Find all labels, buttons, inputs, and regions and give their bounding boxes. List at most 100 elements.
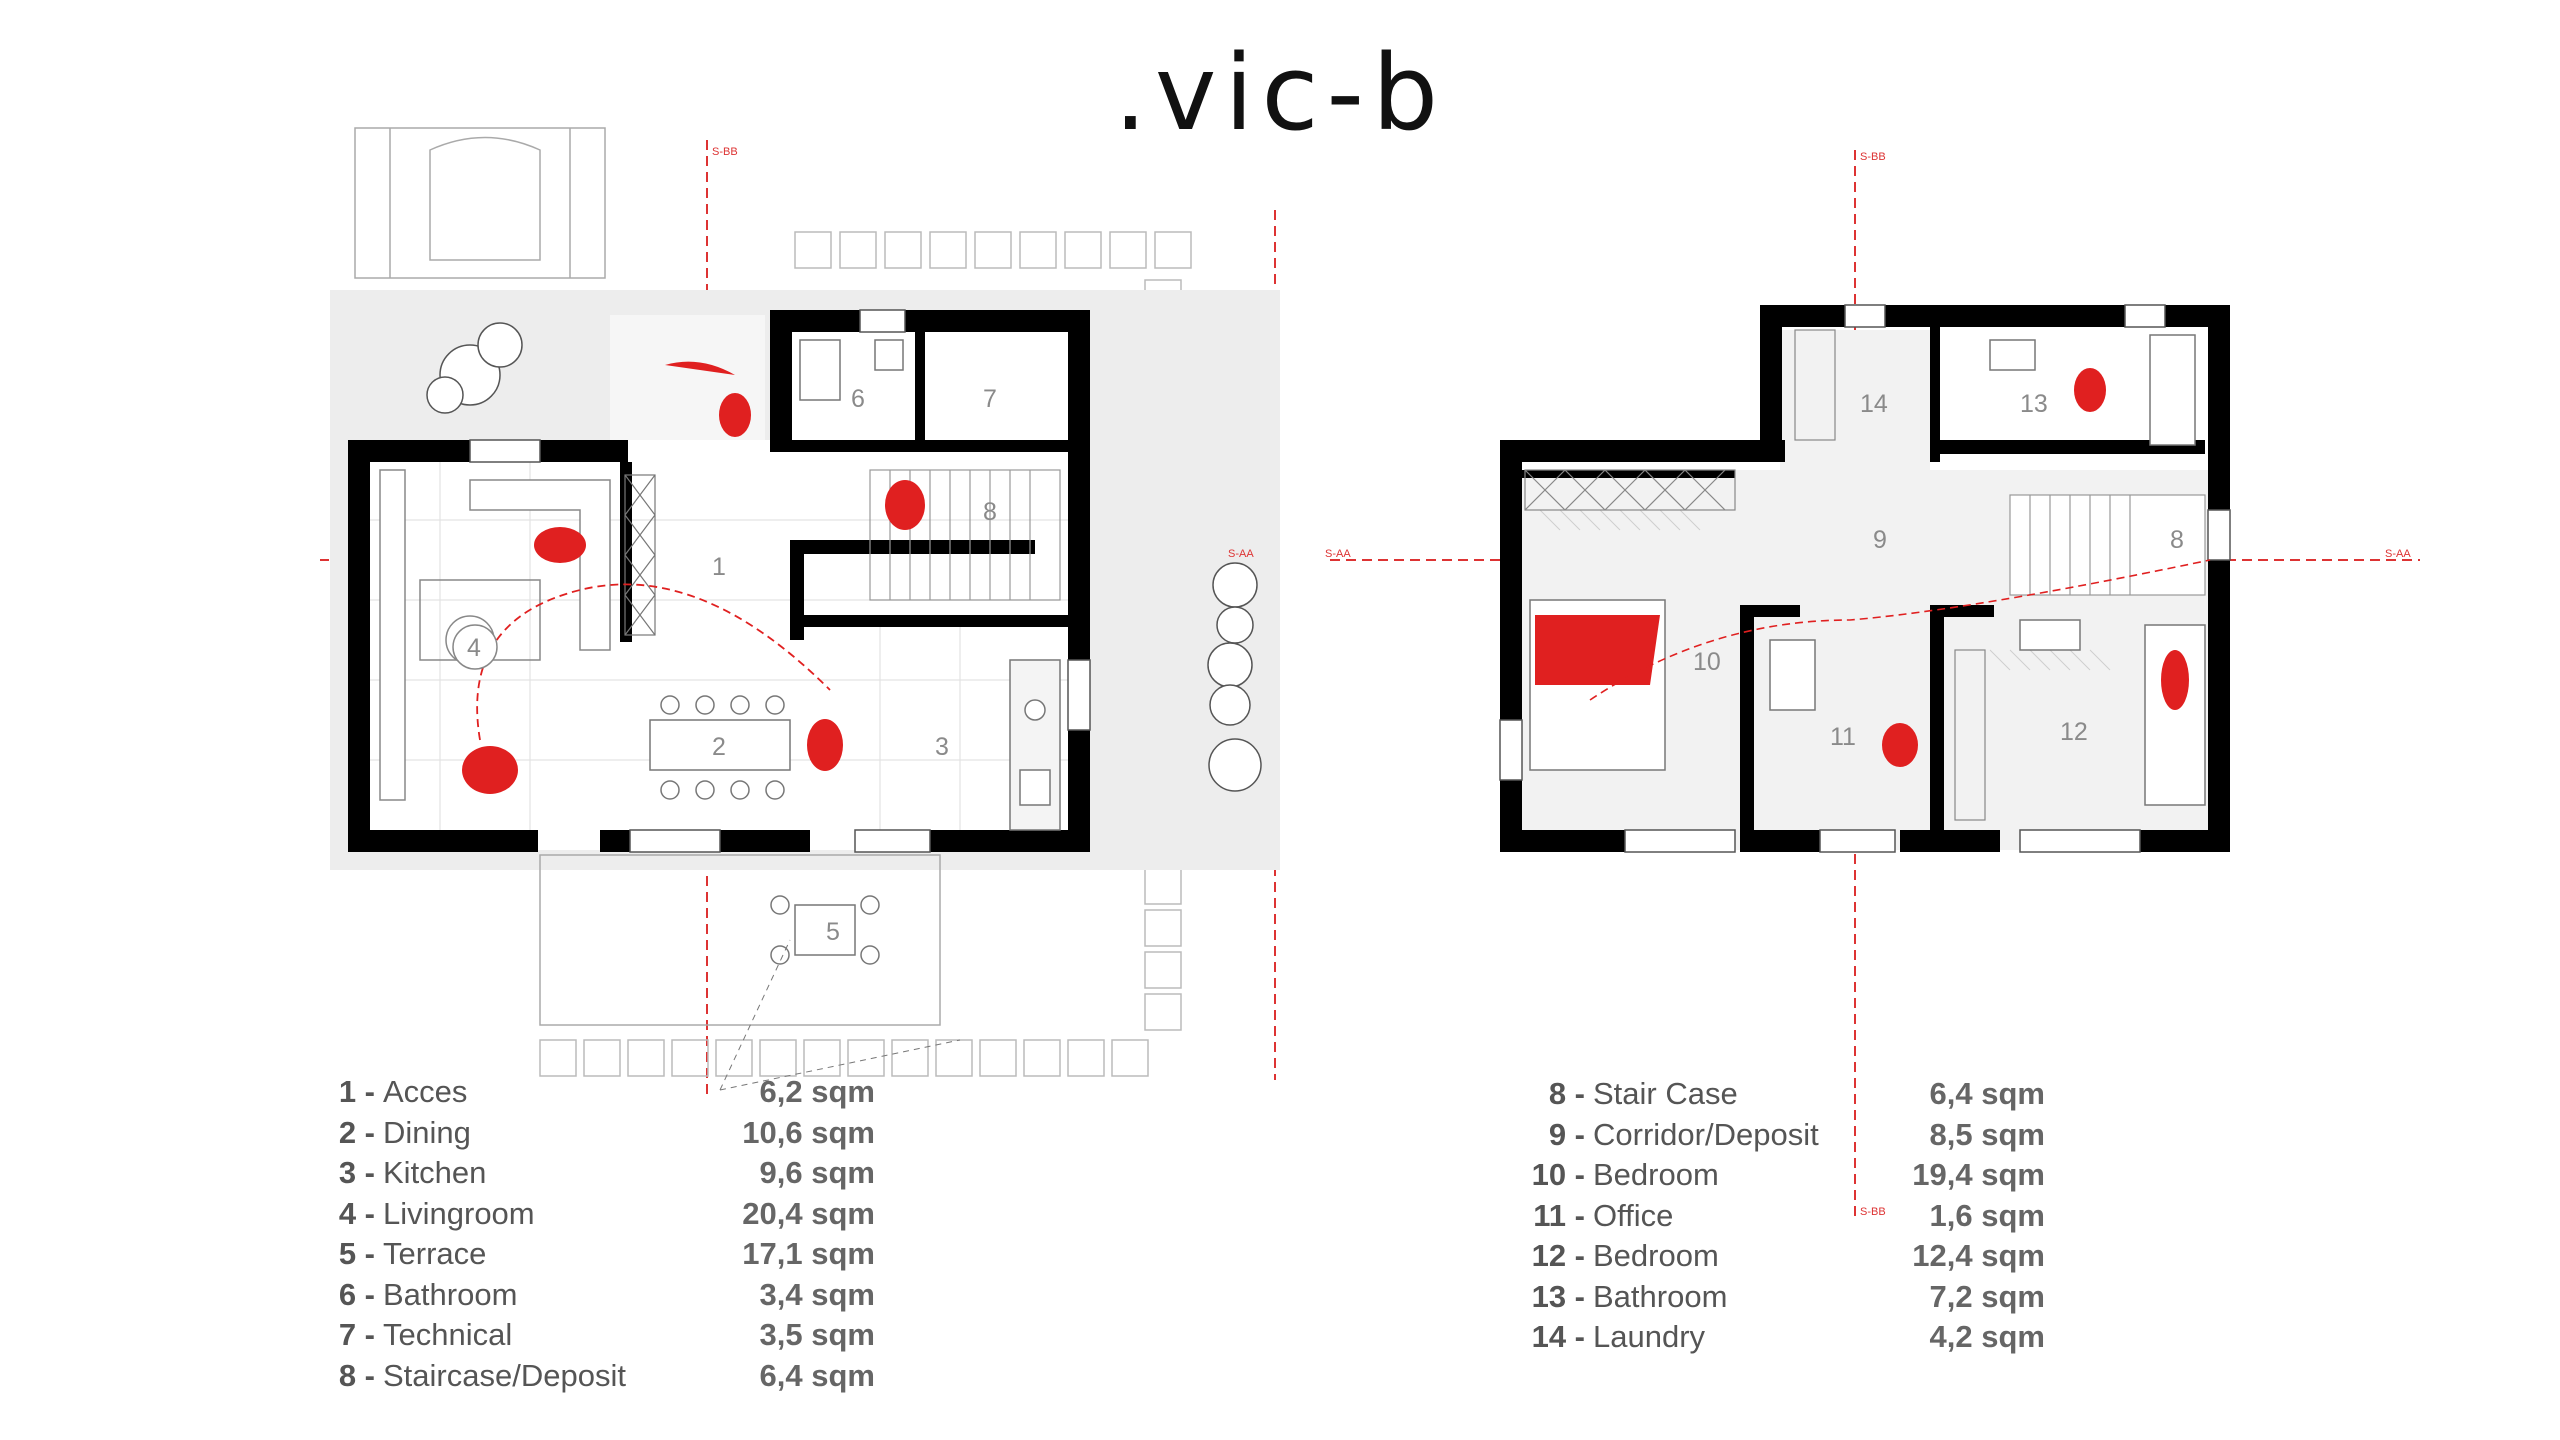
legend-room-name: Bedroom [1593,1238,1719,1273]
legend-number: 11 - [1533,1197,1585,1233]
bathroom-fixtures [799,339,904,401]
legend-area: 3,4 sqm [759,1276,875,1312]
room-number-12: 12 [2060,718,2088,746]
legend-row: 4 -Livingroom 20,4 sqm [335,1196,875,1237]
legend-area: 6,2 sqm [759,1074,875,1109]
legend-room-name: Stair Case [1593,1076,1738,1111]
legend-row: 10 -Bedroom 19,4 sqm [1532,1157,2045,1198]
upper-wardrobes [1524,329,1986,821]
trees [426,322,1262,792]
legend-room-name: Corridor/Deposit [1593,1116,1819,1152]
dining-table [649,695,791,800]
legend-room-name: Bathroom [1593,1278,1728,1314]
view-cone [719,1039,961,1091]
legend-number: 4 - [338,1195,375,1231]
section-label-aa-right: S-AA [1228,548,1254,560]
ground-floor-plan: 1 2 3 4 5 6 7 8 S-AA S-AA S-BB S-BB [320,127,1280,1100]
legend-row: 2 -Dining 10,6 sqm [335,1115,875,1156]
legend-area: 12,4 sqm [1912,1238,2045,1273]
legend-room-name: Terrace [383,1236,487,1271]
section-label-bb-top: S-BB [712,146,738,158]
legend-room-name: Acces [383,1074,468,1109]
legend-room-name: Dining [383,1114,471,1150]
paving-bottom [539,1039,1149,1077]
legend-number: 13 - [1531,1278,1585,1314]
legend-area: 6,4 sqm [1929,1076,2045,1111]
legend-number: 8 - [1548,1076,1585,1111]
room-number-4: 4 [467,634,481,662]
legend-number: 14 - [1531,1319,1585,1354]
room-number-13: 13 [2020,390,2048,418]
room-number-1: 1 [712,553,726,581]
legend-number: 3 - [338,1155,375,1190]
legend-row: 11 -Office 1,6 sqm [1533,1197,2045,1239]
section-label-aa-left: S-AA [1325,548,1351,560]
section-label-bb-bottom: S-BB [1860,1206,1886,1218]
room-number-14: 14 [1860,390,1888,418]
terrace [539,854,941,1026]
legend-number: 12 - [1531,1238,1585,1273]
paving-top [794,231,1192,269]
room-number-7: 7 [983,385,997,413]
legend-row: 14 -Laundry 4,2 sqm [1532,1319,2045,1360]
section-label-bb-top: S-BB [1860,151,1886,163]
room-number-3: 3 [935,733,949,761]
legend-room-name: Technical [383,1317,513,1352]
brand-logo: .vic-b [1113,32,1447,154]
upper-people-figures [1535,368,2189,767]
legend-row: 8 -Staircase/Deposit 6,4 sqm [335,1358,875,1399]
kitchen-counter [1009,659,1061,831]
room-number-8: 8 [983,498,997,526]
legend-row: 12 -Bedroom 12,4 sqm [1532,1238,2045,1279]
room-number-9: 9 [1873,526,1887,554]
parking-area [354,127,606,279]
legend-number: 9 - [1548,1116,1585,1152]
legend-number: 8 - [338,1357,375,1393]
legend-area: 9,6 sqm [759,1155,875,1190]
legend-room-name: Office [1593,1197,1674,1233]
legend-number: 7 - [338,1317,375,1352]
legend-row: 6 -Bathroom 3,4 sqm [335,1277,875,1318]
legend-number: 2 - [338,1114,375,1150]
legend-row: 8 -Stair Case 6,4 sqm [1545,1076,2045,1117]
legend-area: 3,5 sqm [759,1317,875,1352]
legend-area: 19,4 sqm [1912,1157,2045,1192]
legend-room-name: Staircase/Deposit [383,1357,626,1393]
legend-room-name: Kitchen [383,1155,487,1190]
room-number-8: 8 [2170,526,2184,554]
legend-area: 8,5 sqm [1929,1116,2045,1152]
section-label-aa-right: S-AA [2385,548,2411,560]
ground-walls [348,310,1090,852]
legend-room-name: Laundry [1593,1319,1706,1354]
legend-area: 1,6 sqm [1929,1197,2045,1233]
legend-number: 10 - [1531,1157,1585,1192]
legend-area: 4,2 sqm [1929,1319,2045,1354]
legend-row: 5 -Terrace 17,1 sqm [335,1236,875,1277]
upper-staircase [2009,494,2206,596]
room-number-11: 11 [1830,723,1856,751]
legend-area: 10,6 sqm [742,1114,875,1150]
people-figures [462,361,925,794]
room-number-2: 2 [712,733,726,761]
room-number-5: 5 [826,918,840,946]
legend-area: 17,1 sqm [742,1236,875,1271]
legend-row: 3 -Kitchen 9,6 sqm [335,1155,875,1196]
upper-floor-plan: 8 9 10 11 12 13 14 S-AA S-AA S-BB S-BB [1325,150,2420,1220]
room-number-6: 6 [851,385,865,413]
room-number-10: 10 [1693,648,1721,676]
legend-room-name: Bathroom [383,1276,518,1312]
legend-area: 20,4 sqm [742,1195,875,1231]
legend-row: 9 -Corridor/Deposit 8,5 sqm [1545,1117,2045,1158]
legend-room-name: Bedroom [1593,1157,1719,1192]
legend-room-name: Livingroom [383,1195,535,1231]
legend-number: 6 - [338,1276,375,1312]
legend-area: 6,4 sqm [759,1357,875,1393]
staircase [869,469,1061,601]
legend-number: 5 - [338,1236,375,1271]
hall-wardrobe [624,474,656,636]
legend-row: 7 -Technical 3,5 sqm [335,1317,875,1358]
